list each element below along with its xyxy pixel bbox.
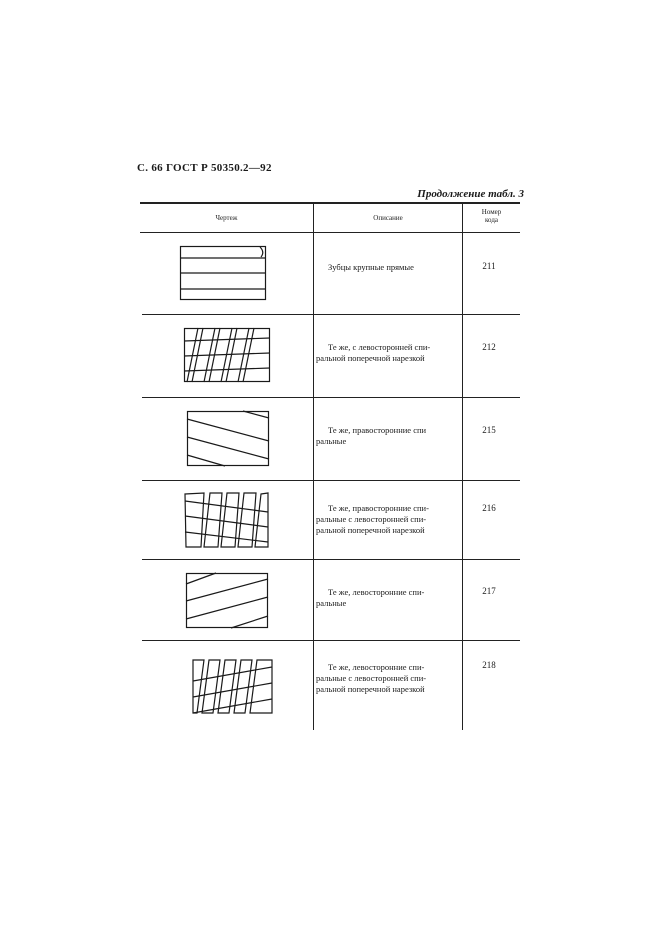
- column-header-code-line1: Номер: [481, 208, 502, 216]
- left-hand-spiral-teeth-icon: [185, 572, 269, 629]
- header-bottom-rule: [140, 232, 520, 233]
- table-top-rule: [140, 202, 520, 204]
- row-description: Зубцы крупные прямые: [328, 262, 414, 272]
- left-spiral-teeth-left-spiral-crosscut-icon: [192, 659, 273, 714]
- row-code: 215: [482, 425, 496, 435]
- row-separator: [142, 559, 520, 560]
- row-code: 211: [482, 261, 496, 271]
- column-header-code-line2: кода: [484, 216, 498, 224]
- row-description: Те же, левосторонние спи- ральные с лево…: [316, 662, 427, 694]
- row-code: 217: [482, 586, 496, 596]
- column-divider-2: [462, 203, 463, 730]
- row-code: 218: [482, 660, 496, 670]
- row-separator: [142, 480, 520, 481]
- row-description: Те же, правосторонние спи- ральные с лев…: [316, 503, 429, 535]
- row-description: Те же, с левосторонней спи- ральной попе…: [316, 342, 431, 363]
- row-description: Те же, правосторонние спи ральные: [316, 425, 427, 446]
- row-separator: [142, 314, 520, 315]
- right-spiral-teeth-left-spiral-crosscut-icon: [184, 492, 269, 548]
- column-header-description: Описание: [373, 214, 403, 222]
- table-caption: Продолжение табл. 3: [417, 188, 524, 200]
- column-header-drawing: Чертеж: [215, 214, 238, 222]
- column-divider-1: [313, 203, 314, 730]
- row-code: 212: [482, 342, 496, 352]
- straight-teeth-left-spiral-crosscut-icon: [183, 327, 271, 383]
- page-header: С. 66 ГОСТ Р 50350.2—92: [137, 162, 272, 174]
- row-separator: [142, 640, 520, 641]
- straight-coarse-teeth-icon: [179, 245, 267, 301]
- row-code: 216: [482, 503, 496, 513]
- column-header-code: Номер кода: [463, 208, 520, 224]
- row-separator: [142, 397, 520, 398]
- row-description: Те же, левосторонние спи- ральные: [316, 587, 425, 608]
- right-hand-spiral-teeth-icon: [186, 410, 270, 467]
